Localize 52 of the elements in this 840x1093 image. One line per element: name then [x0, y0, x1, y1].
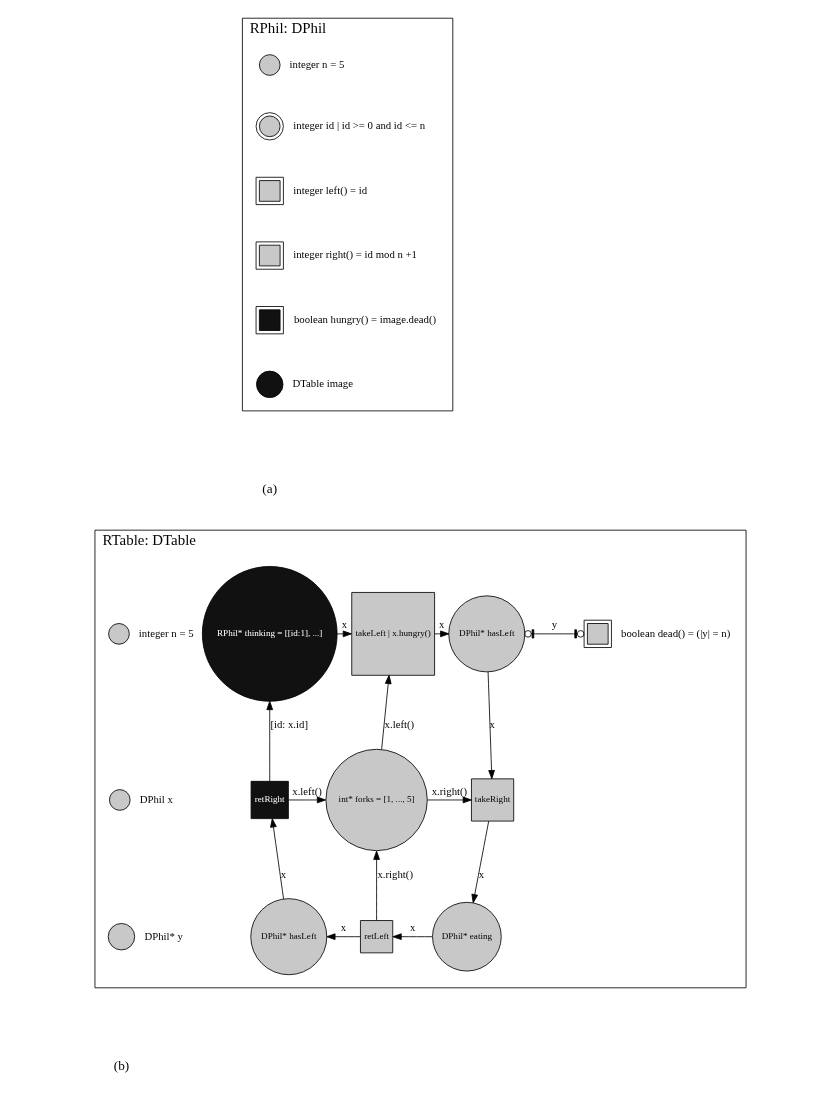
node-label: DPhil* y: [143, 929, 183, 942]
node-label: integer n = 5: [289, 57, 344, 70]
edge-label: x: [341, 618, 347, 631]
label: (a): [261, 480, 277, 496]
label: (b): [113, 1057, 129, 1073]
edge-label: y: [551, 618, 557, 631]
arrow: [433, 630, 449, 638]
node-label: DPhil x: [139, 792, 173, 805]
node-box: retRight: [250, 780, 289, 820]
node-circle: RPhil* thinking = [[id:1], ...]: [201, 566, 338, 702]
arrow: [287, 796, 326, 804]
node-label: integer right() = id mod n +1: [292, 248, 417, 261]
node-label: integer left() = id: [292, 183, 367, 196]
node-circle: [108, 789, 131, 811]
edge-label: [id: x.id]: [269, 717, 308, 730]
edge-label: x.right(): [376, 867, 413, 880]
node-label: boolean hungry() = image.dead(): [293, 312, 436, 325]
node-circle: [107, 623, 130, 645]
edge-label: x.left(): [384, 717, 414, 730]
node-box: takeLeft | x.hungry(): [350, 592, 435, 676]
node-box: takeRight: [470, 778, 514, 822]
arrow: [380, 674, 392, 750]
edge-label: x: [438, 618, 444, 631]
node-label: boolean dead() = (|y| = n): [620, 626, 730, 639]
node-box: retLeft: [359, 920, 393, 954]
edge-label: x: [409, 921, 415, 934]
edge-label: x: [280, 867, 286, 880]
arrow: [325, 933, 361, 940]
node-label: integer n = 5: [138, 626, 194, 639]
arrow: [426, 796, 472, 804]
node-circle: int* forks = [1, ..., 5]: [325, 748, 428, 852]
edge-label: x.right(): [431, 784, 467, 797]
node-circle: DPhil* hasLeft: [249, 898, 327, 976]
arrow: [372, 850, 380, 921]
node-circle: [255, 370, 283, 399]
edge-label: x: [478, 867, 484, 880]
arrow: [392, 933, 433, 940]
arrow: [265, 700, 273, 782]
edge-label: x.left(): [291, 784, 322, 797]
node-circle: DPhil* eating: [431, 901, 502, 972]
edge-label: x: [340, 921, 346, 934]
connector: [523, 629, 584, 639]
node-label: integer id | id >= 0 and id <= n: [292, 119, 425, 132]
node-circle: [258, 54, 280, 76]
arrow: [470, 820, 489, 904]
node-circle: DPhil* hasLeft: [447, 595, 525, 673]
node-circle: [107, 923, 135, 951]
edge-label: x: [488, 717, 495, 730]
arrow: [336, 630, 352, 638]
arrow: [487, 671, 495, 780]
arrow: [269, 818, 284, 900]
node-label: DTable image: [292, 377, 353, 390]
